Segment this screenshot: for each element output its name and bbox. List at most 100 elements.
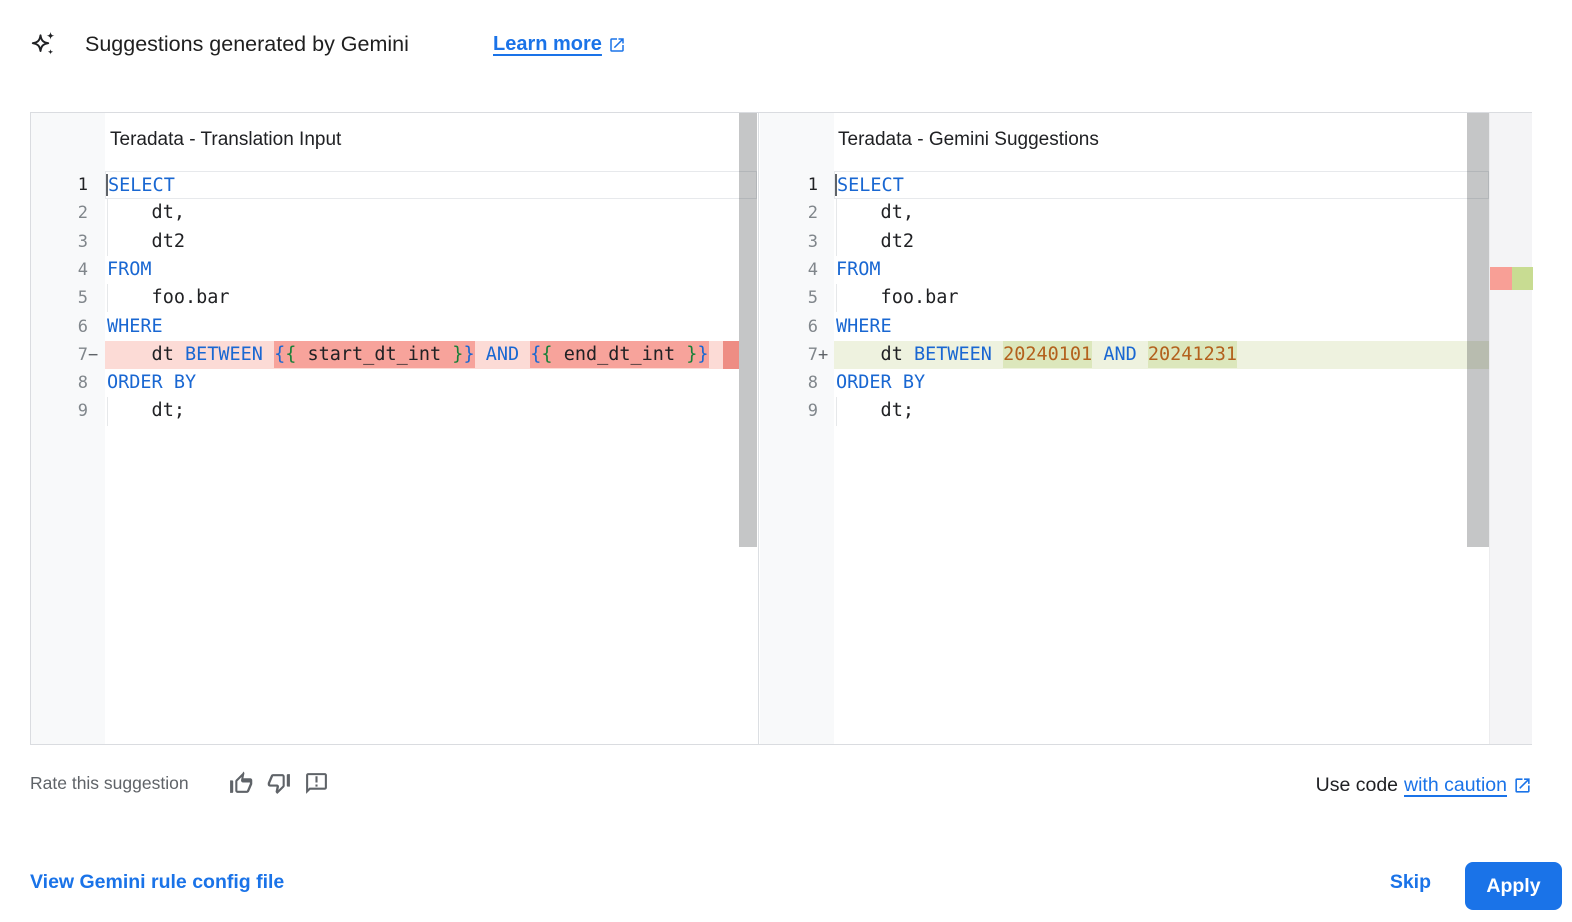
code-token: SELECT — [837, 175, 904, 196]
code-token — [263, 344, 274, 365]
gutter-spacer — [818, 397, 834, 425]
code-token: { — [285, 340, 297, 368]
code-token: dt; — [836, 400, 914, 422]
code-token: dt — [836, 343, 914, 365]
gutter-line-number: 9 — [77, 401, 88, 422]
code-line[interactable]: dt; — [834, 397, 1489, 426]
gutter-line-number: 5 — [77, 288, 88, 309]
code-token: BETWEEN — [913, 343, 992, 365]
with-caution-link[interactable]: with caution — [1404, 774, 1507, 796]
code-line[interactable]: dt BETWEEN 20240101 AND 20241231 — [834, 340, 1489, 370]
code-token: 20241231 — [1147, 340, 1237, 368]
gutter-line-number: 1 — [77, 175, 88, 195]
diff-sign: + — [818, 344, 829, 365]
gutter-spacer — [818, 199, 834, 227]
gutter-spacer — [88, 397, 104, 425]
code-token: dt2 — [836, 230, 914, 252]
code-line[interactable]: foo.bar — [105, 284, 757, 313]
right-scrollbar-thumb[interactable] — [1467, 113, 1489, 547]
code-line[interactable]: dt, — [834, 199, 1489, 228]
learn-more-label: Learn more — [493, 33, 602, 55]
code-token — [992, 344, 1003, 365]
text-cursor — [835, 174, 837, 197]
code-line[interactable]: dt BETWEEN {{ start_dt_int }} AND {{ end… — [105, 340, 757, 370]
code-token: WHERE — [107, 315, 163, 337]
code-token: ORDER BY — [107, 372, 197, 394]
code-token: } — [686, 340, 698, 368]
gutter-line-number: 1 — [807, 175, 818, 195]
code-line[interactable]: FROM — [105, 256, 757, 284]
left-gutter — [31, 113, 105, 744]
overview-insert-marker — [1511, 267, 1533, 290]
gutter-line-number: 3 — [807, 231, 818, 252]
code-line[interactable]: ORDER BY — [105, 369, 757, 397]
code-line[interactable]: FROM — [834, 256, 1489, 284]
code-line[interactable]: WHERE — [834, 313, 1489, 341]
learn-more-link[interactable]: Learn more — [493, 33, 626, 56]
code-token: dt — [107, 343, 185, 365]
text-cursor — [106, 174, 108, 197]
code-token — [1137, 344, 1148, 365]
feedback-icon[interactable] — [304, 771, 329, 796]
code-token: end_dt_int — [552, 340, 687, 368]
right-gutter — [760, 113, 834, 744]
code-line[interactable]: dt2 — [834, 227, 1489, 257]
code-token: FROM — [836, 258, 881, 280]
diff-overview-ruler[interactable] — [1489, 113, 1533, 744]
gutter-spacer — [818, 313, 834, 341]
code-token: AND — [485, 343, 520, 365]
code-token: AND — [1103, 343, 1137, 365]
gutter-spacer — [88, 171, 104, 199]
apply-button[interactable]: Apply — [1465, 862, 1562, 910]
gutter-spacer — [818, 369, 834, 397]
gutter-spacer — [88, 284, 104, 312]
code-token: dt, — [836, 202, 914, 224]
gutter-spacer — [88, 313, 104, 341]
gutter-line-number: 4 — [807, 259, 818, 280]
gutter-spacer — [818, 256, 834, 284]
page-title: Suggestions generated by Gemini — [85, 32, 409, 56]
code-token: start_dt_int — [296, 340, 453, 368]
gutter-line-number: 2 — [77, 203, 88, 224]
thumbs-up-icon[interactable] — [228, 771, 253, 796]
gutter-line-number: 9 — [807, 401, 818, 422]
code-line[interactable]: dt, — [105, 199, 757, 228]
code-token: { — [541, 340, 553, 368]
gutter-line-number: 3 — [77, 231, 88, 252]
right-editor-title: Teradata - Gemini Suggestions — [838, 129, 1099, 150]
code-token: foo.bar — [107, 287, 230, 309]
code-token: FROM — [107, 258, 152, 280]
use-code-notice: Use code with caution — [1316, 774, 1532, 797]
code-line[interactable]: ORDER BY — [834, 369, 1489, 397]
code-token: SELECT — [108, 175, 175, 196]
code-line[interactable]: SELECT — [105, 171, 757, 200]
view-rule-config-link[interactable]: View Gemini rule config file — [30, 871, 285, 893]
thumbs-down-icon[interactable] — [267, 771, 292, 796]
diff-sign: − — [88, 344, 99, 365]
gutter-spacer — [88, 199, 104, 227]
code-line[interactable]: dt; — [105, 397, 757, 426]
gutter-spacer — [88, 228, 104, 256]
code-line[interactable]: dt2 — [105, 227, 757, 257]
gutter-line-number: 4 — [77, 259, 88, 280]
rate-suggestion-label: Rate this suggestion — [30, 773, 189, 793]
code-token: foo.bar — [836, 287, 959, 309]
left-editor-title: Teradata - Translation Input — [110, 129, 342, 150]
skip-button[interactable]: Skip — [1389, 871, 1431, 893]
code-token: } — [697, 340, 709, 368]
left-scrollbar-thumb[interactable] — [739, 113, 757, 547]
gemini-sparkle-icon — [31, 31, 55, 55]
gutter-spacer — [818, 228, 834, 256]
gutter-line-number: 6 — [77, 316, 88, 337]
code-token: 20240101 — [1003, 340, 1093, 368]
code-token: WHERE — [836, 315, 892, 337]
code-token: dt, — [107, 202, 185, 224]
external-link-icon — [610, 37, 624, 52]
code-token: { — [274, 340, 286, 368]
use-code-prefix: Use code — [1315, 774, 1399, 796]
code-token: dt2 — [107, 230, 185, 252]
code-line[interactable]: foo.bar — [834, 284, 1489, 313]
code-line[interactable]: SELECT — [834, 171, 1489, 200]
code-line[interactable]: WHERE — [105, 313, 757, 341]
